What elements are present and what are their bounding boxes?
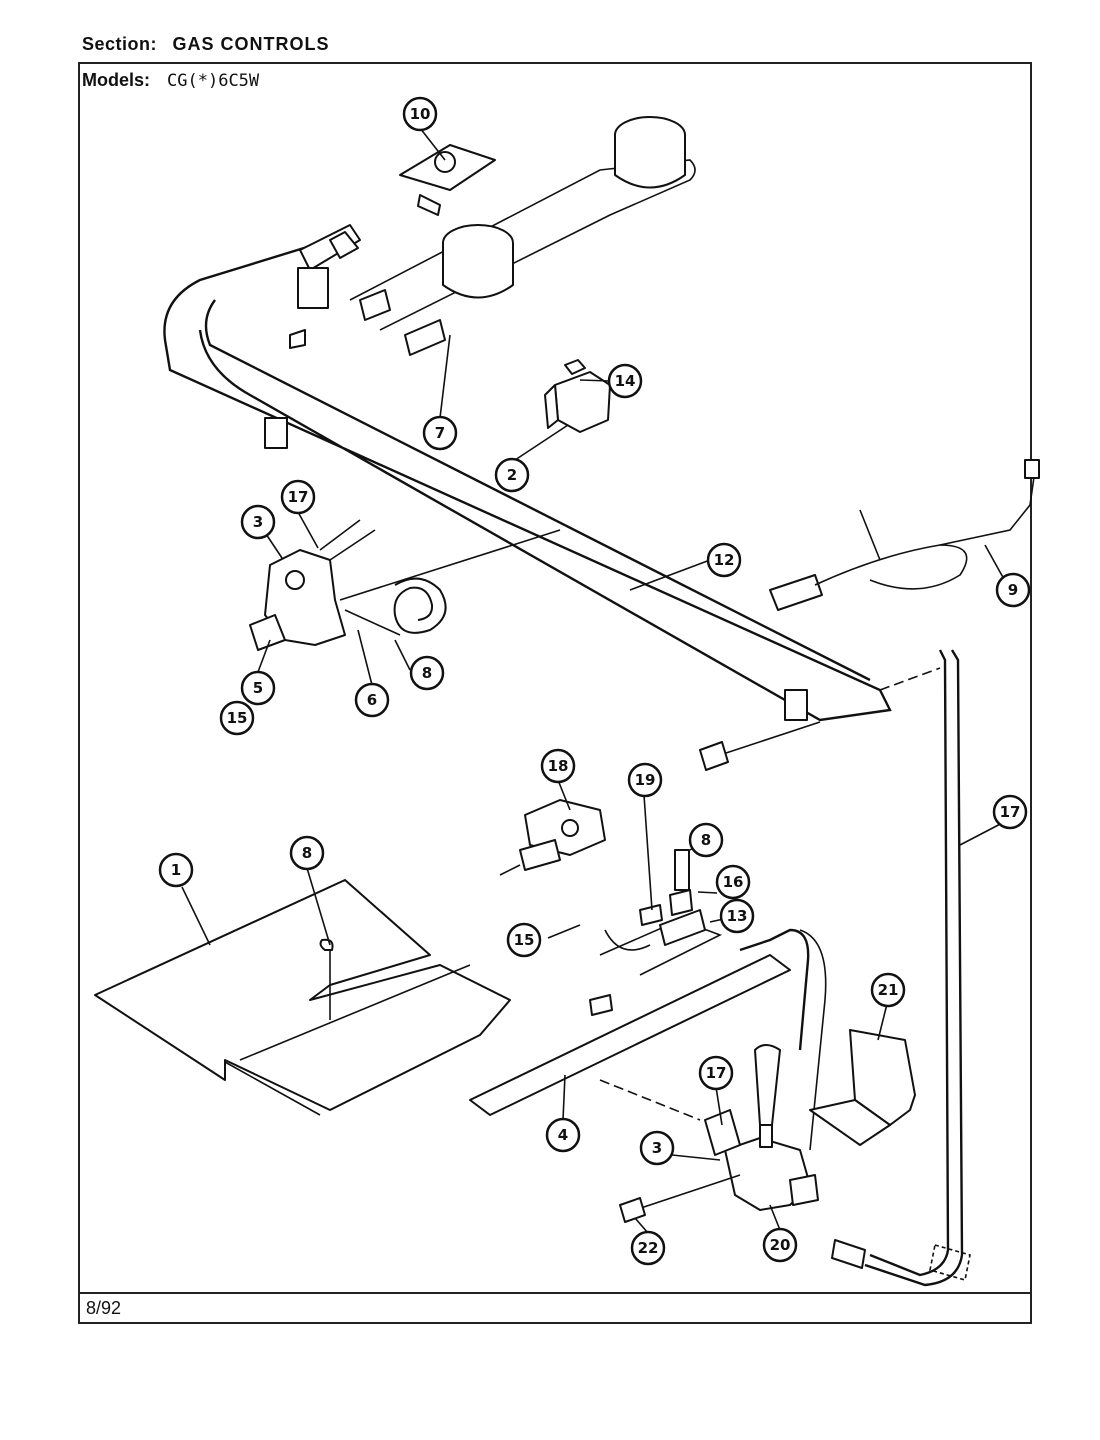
- svg-text:16: 16: [723, 873, 744, 891]
- svg-text:15: 15: [514, 931, 535, 949]
- callout-6: 6: [354, 682, 390, 718]
- callout-13: 13: [719, 898, 755, 934]
- svg-text:17: 17: [288, 488, 309, 506]
- section-value: GAS CONTROLS: [172, 34, 330, 54]
- callout-15-upper: 15: [219, 700, 255, 736]
- svg-text:17: 17: [1000, 803, 1021, 821]
- bracket-and-nut: [544, 359, 611, 433]
- upper-valve-assembly: [249, 519, 561, 651]
- callout-7: 7: [422, 415, 458, 451]
- svg-text:1: 1: [171, 861, 181, 879]
- callout-8-upper: 8: [409, 655, 445, 691]
- svg-text:17: 17: [706, 1064, 727, 1082]
- svg-text:5: 5: [253, 679, 263, 697]
- models-value: CG(*)6C5W: [167, 71, 260, 91]
- svg-text:7: 7: [435, 424, 445, 442]
- callout-19: 19: [627, 762, 663, 798]
- lower-valve-assembly: [619, 1109, 819, 1223]
- revision-date: 8/92: [86, 1298, 122, 1318]
- callout-17-upper: 17: [280, 479, 316, 515]
- svg-text:8: 8: [302, 844, 312, 862]
- svg-text:20: 20: [770, 1236, 791, 1254]
- svg-text:2: 2: [507, 466, 517, 484]
- callout-22: 22: [630, 1230, 666, 1266]
- callout-14: 14: [607, 363, 643, 399]
- callout-8-lower: 8: [289, 835, 325, 871]
- callout-16: 16: [715, 864, 751, 900]
- section-heading: Section: GAS CONTROLS: [82, 34, 330, 55]
- svg-text:18: 18: [548, 757, 569, 775]
- heat-shield-plate: [94, 879, 511, 1116]
- svg-text:8: 8: [701, 831, 711, 849]
- diagram-frame: [78, 62, 1032, 1324]
- mounting-bolt: [699, 721, 821, 771]
- svg-text:15: 15: [227, 709, 248, 727]
- callout-5: 5: [240, 670, 276, 706]
- callout-21: 21: [870, 972, 906, 1008]
- svg-text:13: 13: [727, 907, 748, 925]
- callout-4: 4: [545, 1117, 581, 1153]
- callout-3-lower: 3: [639, 1130, 675, 1166]
- svg-text:10: 10: [410, 105, 431, 123]
- callout-20: 20: [762, 1227, 798, 1263]
- callout-9: 9: [995, 572, 1031, 608]
- svg-text:9: 9: [1008, 581, 1018, 599]
- svg-text:3: 3: [652, 1139, 662, 1157]
- callout-3-upper: 3: [240, 504, 276, 540]
- thermostat-bulb-and-capillary: [769, 459, 1040, 611]
- callout-15-lower: 15: [506, 922, 542, 958]
- svg-text:3: 3: [253, 513, 263, 531]
- callout-10: 10: [402, 96, 438, 132]
- callout-18: 18: [540, 748, 576, 784]
- mounting-bracket-21: [809, 1029, 916, 1146]
- callout-12: 12: [706, 542, 742, 578]
- burner-valve-18: [499, 799, 606, 876]
- svg-text:19: 19: [635, 771, 656, 789]
- models-label: Models:: [82, 70, 151, 90]
- svg-text:22: 22: [638, 1239, 659, 1257]
- svg-text:8: 8: [422, 664, 432, 682]
- svg-text:6: 6: [367, 691, 377, 709]
- callout-8-middle: 8: [688, 822, 724, 858]
- footer-divider: [78, 1292, 1032, 1294]
- gas-supply-tube: [831, 649, 971, 1287]
- svg-text:21: 21: [878, 981, 899, 999]
- callout-17-right: 17: [992, 794, 1028, 830]
- callout-1: 1: [158, 852, 194, 888]
- svg-text:4: 4: [558, 1126, 568, 1144]
- models-heading: Models: CG(*)6C5W: [82, 70, 259, 91]
- callout-2: 2: [494, 457, 530, 493]
- burner-manifold-assembly: [163, 116, 892, 722]
- svg-text:12: 12: [714, 551, 735, 569]
- svg-text:14: 14: [615, 372, 636, 390]
- callout-17-lower: 17: [698, 1055, 734, 1091]
- lower-burner-assembly: [469, 849, 827, 1151]
- section-label: Section:: [82, 34, 158, 54]
